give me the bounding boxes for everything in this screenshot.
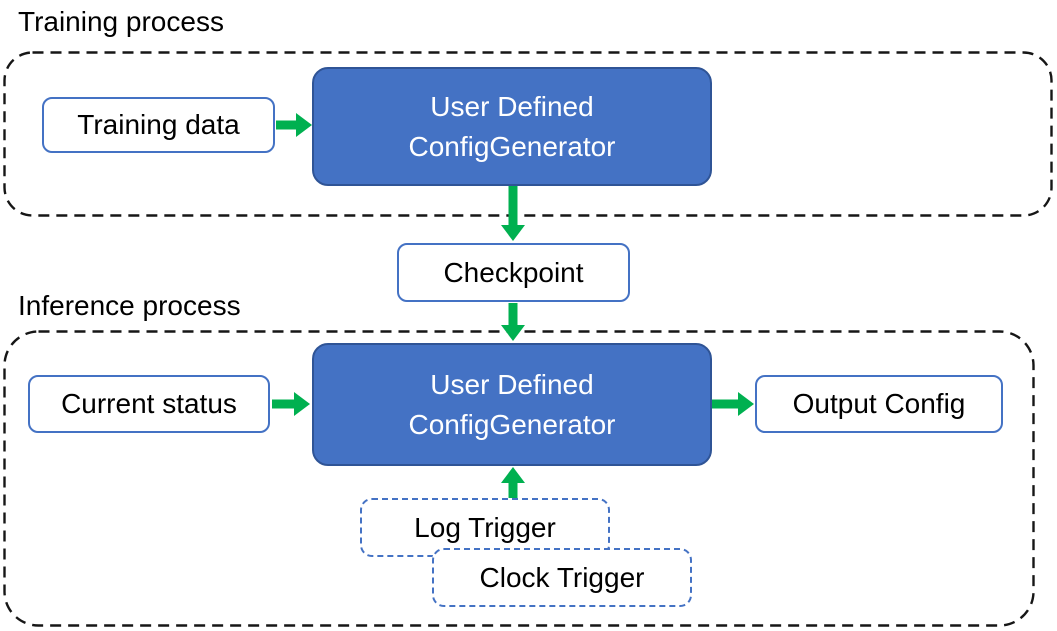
training-data-box: Training data <box>42 97 275 153</box>
arrow-generator-to-output-config <box>712 392 754 416</box>
arrow-current-status-to-generator <box>272 392 310 416</box>
arrow-log-trigger-to-generator <box>501 467 525 498</box>
training-generator-line1: User Defined <box>430 90 594 122</box>
training-data-label: Training data <box>77 109 240 140</box>
arrow-generator-to-checkpoint <box>501 186 525 241</box>
checkpoint-box: Checkpoint <box>397 243 630 302</box>
arrow-checkpoint-to-inference-generator <box>501 303 525 341</box>
output-config-box: Output Config <box>755 375 1003 433</box>
current-status-label: Current status <box>61 388 237 419</box>
log-trigger-label: Log Trigger <box>414 511 556 543</box>
checkpoint-label: Checkpoint <box>443 256 584 288</box>
clock-trigger-label: Clock Trigger <box>479 561 645 593</box>
training-process-container <box>3 51 1053 217</box>
inference-generator-box: User Defined ConfigGenerator <box>312 343 712 466</box>
inference-process-container <box>3 330 1035 627</box>
inference-generator-line2: ConfigGenerator <box>408 408 616 440</box>
training-section-label: Training process <box>18 6 224 37</box>
clock-trigger-box: Clock Trigger <box>432 548 692 607</box>
current-status-box: Current status <box>28 375 270 433</box>
arrow-training-data-to-generator <box>276 113 312 137</box>
training-generator-box: User Defined ConfigGenerator <box>312 67 712 186</box>
training-generator-line2: ConfigGenerator <box>408 130 616 162</box>
inference-generator-line1: User Defined <box>430 368 594 400</box>
log-trigger-box: Log Trigger <box>360 498 610 557</box>
inference-section-label: Inference process <box>18 290 241 321</box>
output-config-label: Output Config <box>792 388 966 419</box>
